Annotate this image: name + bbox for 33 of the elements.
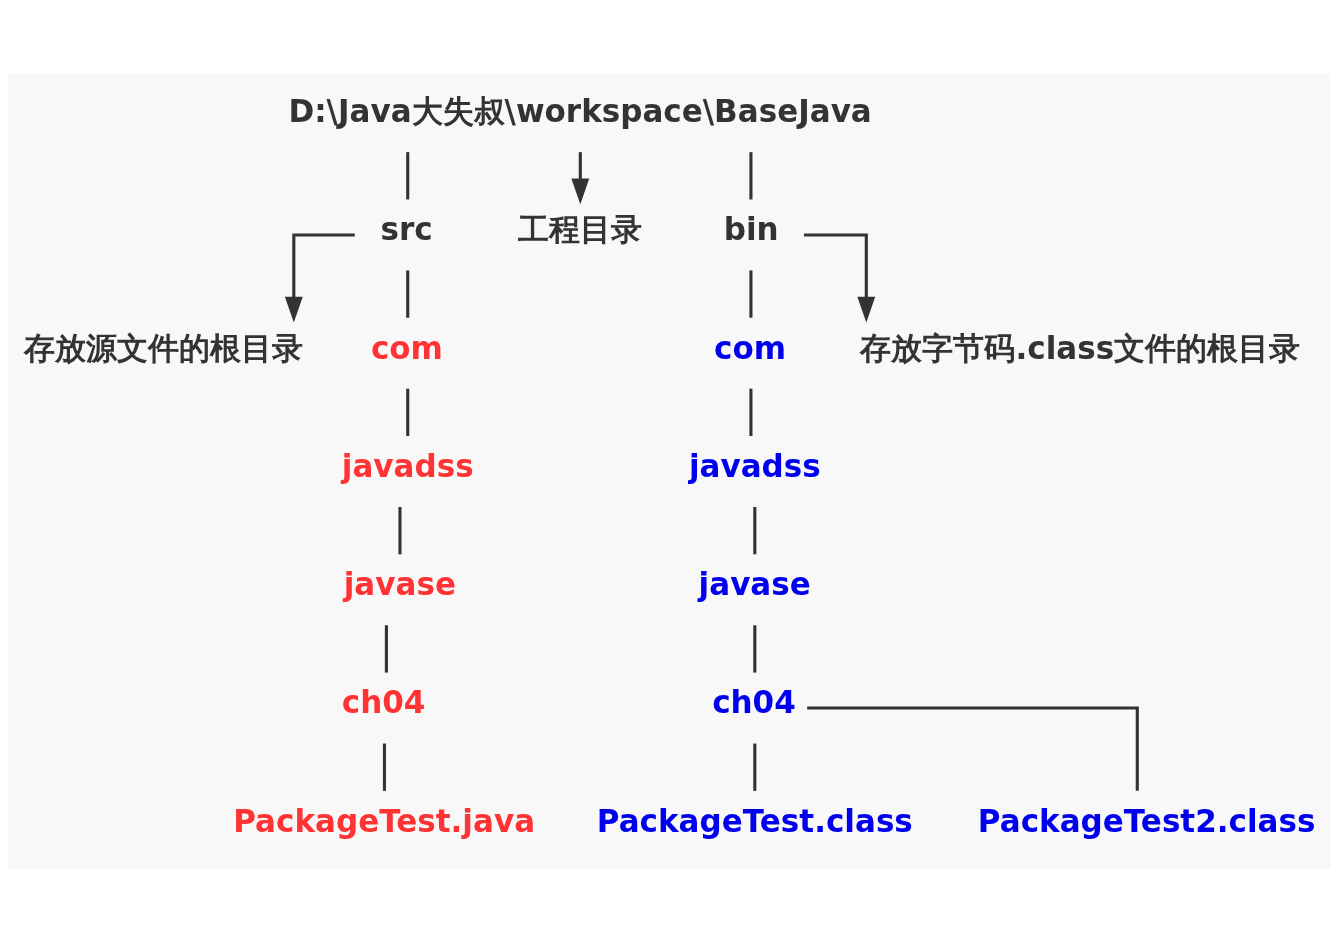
- node-text: ch04: [712, 684, 796, 721]
- node-text: src: [380, 211, 433, 248]
- connector: [807, 706, 1139, 791]
- connector: [749, 270, 753, 318]
- node-text: 工程目录: [518, 211, 643, 248]
- node-text: javadss: [341, 447, 474, 484]
- node-text: ch04: [341, 684, 426, 721]
- node-text: PackageTest.class: [596, 802, 913, 839]
- node-text: javase: [343, 566, 456, 603]
- connector: [753, 507, 757, 555]
- node-text: bin: [723, 211, 779, 248]
- connector: [749, 388, 753, 437]
- connector: [398, 507, 402, 555]
- connector: [384, 625, 388, 673]
- node-text: PackageTest.java: [233, 802, 536, 839]
- node-text: javase: [698, 566, 811, 603]
- connector: [406, 270, 410, 318]
- connector: [753, 743, 757, 791]
- node-text: D:\Java大失叔\workspace\BaseJava: [288, 93, 872, 130]
- arrow: [284, 233, 355, 323]
- node-text: 存放源文件的根目录: [23, 329, 303, 366]
- connector: [749, 152, 753, 200]
- node-text: com: [714, 329, 787, 366]
- arrow: [571, 152, 590, 205]
- connector: [406, 152, 410, 200]
- node-text: com: [370, 329, 443, 366]
- connector: [406, 388, 410, 437]
- connector: [382, 743, 386, 791]
- node-text: 存放字节码.class文件的根目录: [860, 329, 1301, 366]
- arrow: [803, 233, 876, 323]
- connector: [753, 625, 757, 673]
- node-text: javadss: [688, 447, 821, 484]
- node-text: PackageTest2.class: [977, 802, 1316, 839]
